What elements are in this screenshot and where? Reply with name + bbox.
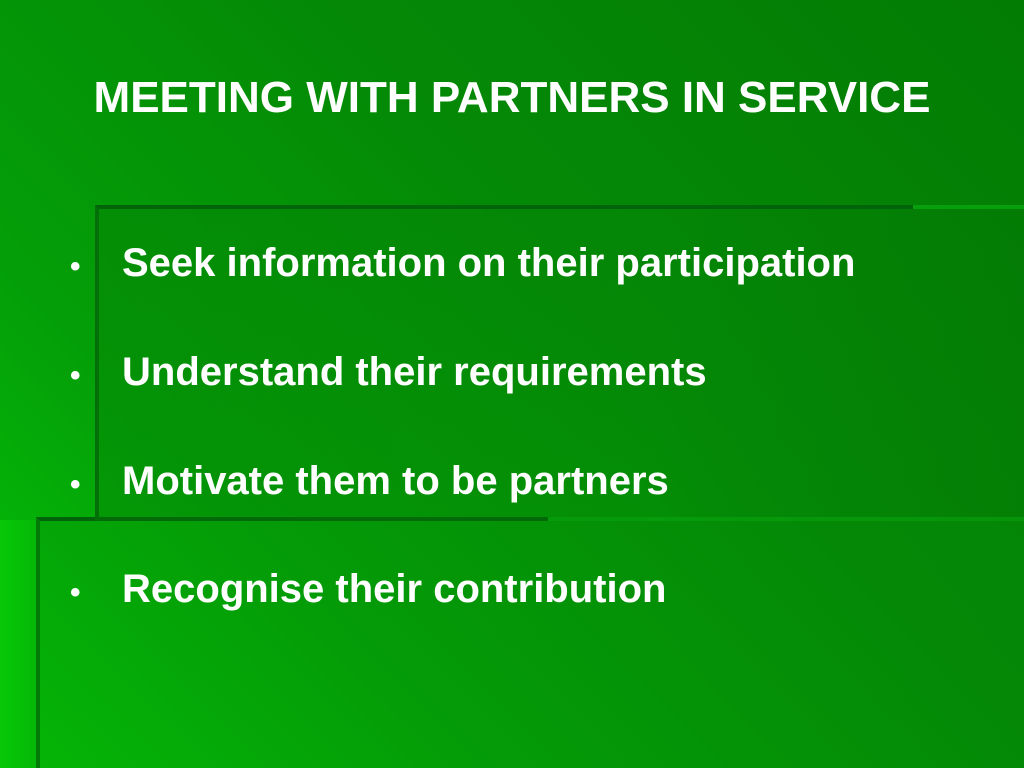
slide-title: MEETING WITH PARTNERS IN SERVICE — [93, 73, 931, 122]
bullet-icon: • — [70, 250, 81, 283]
bullet-item: • Motivate them to be partners — [70, 456, 1010, 510]
bullet-text: Motivate them to be partners — [122, 459, 669, 503]
bullet-icon: • — [70, 468, 81, 501]
bullet-item: • Understand their requirements — [70, 347, 1010, 401]
decorative-left-strip — [0, 520, 36, 768]
decorative-lower-panel — [36, 517, 1024, 768]
bullet-text: Recognise their contribution — [122, 567, 667, 611]
decorative-upper-panel-highlight — [913, 205, 1024, 209]
bullet-text: Understand their requirements — [122, 350, 707, 394]
bullet-text: Seek information on their participation — [122, 241, 856, 285]
bullet-item: • Recognise their contribution — [70, 564, 1010, 618]
bullet-icon: • — [70, 359, 81, 392]
bullet-item: • Seek information on their participatio… — [70, 238, 1010, 292]
decorative-lower-panel-highlight — [548, 517, 1024, 521]
bullet-icon: • — [70, 576, 81, 609]
decorative-upper-panel — [95, 205, 1024, 521]
